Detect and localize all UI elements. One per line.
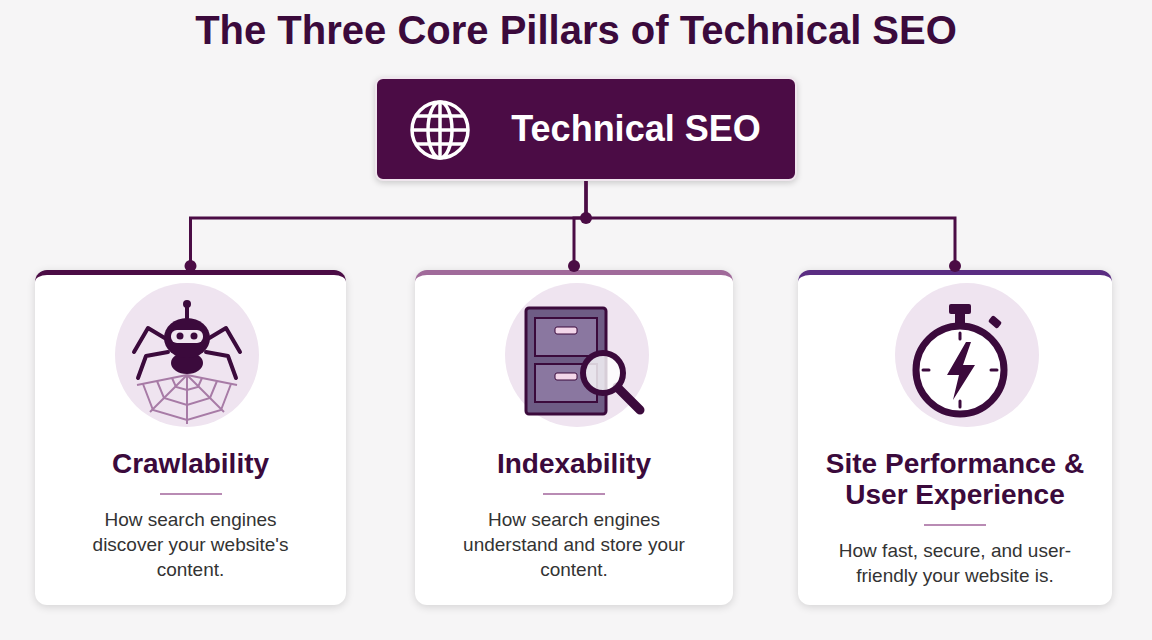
end-dot xyxy=(568,260,580,272)
card-heading: Indexability xyxy=(427,448,721,479)
tree-connector xyxy=(586,181,961,272)
pillar-card: CrawlabilityHow search engines discover … xyxy=(35,270,346,605)
end-dot xyxy=(949,260,961,272)
heading-divider xyxy=(160,493,222,495)
card-description: How search engines understand and store … xyxy=(458,507,690,582)
card-heading: Crawlability xyxy=(47,448,334,479)
heading-divider xyxy=(543,493,605,495)
root-box: Technical SEO xyxy=(375,77,797,181)
pillar-card: Site Performance & User ExperienceHow fa… xyxy=(798,270,1112,605)
card-description: How fast, secure, and user-friendly your… xyxy=(813,538,1098,588)
root-label: Technical SEO xyxy=(511,108,760,150)
diagram-title: The Three Core Pillars of Technical SEO xyxy=(0,6,1152,54)
connector-line xyxy=(586,181,955,266)
spider-icon xyxy=(115,283,259,427)
globe-icon xyxy=(412,102,468,158)
heading-divider xyxy=(924,524,986,526)
card-description: How search engines discover your website… xyxy=(75,507,307,582)
tree-connector xyxy=(568,181,586,272)
card-heading: Site Performance & User Experience xyxy=(810,448,1100,510)
end-dot xyxy=(185,260,197,272)
pillar-card: IndexabilityHow search engines understan… xyxy=(415,270,733,605)
connector-line xyxy=(574,181,586,266)
tree-connector xyxy=(185,181,593,272)
connector-line xyxy=(191,181,587,266)
stopwatch-icon xyxy=(895,283,1039,427)
cabinet-icon xyxy=(505,283,649,427)
